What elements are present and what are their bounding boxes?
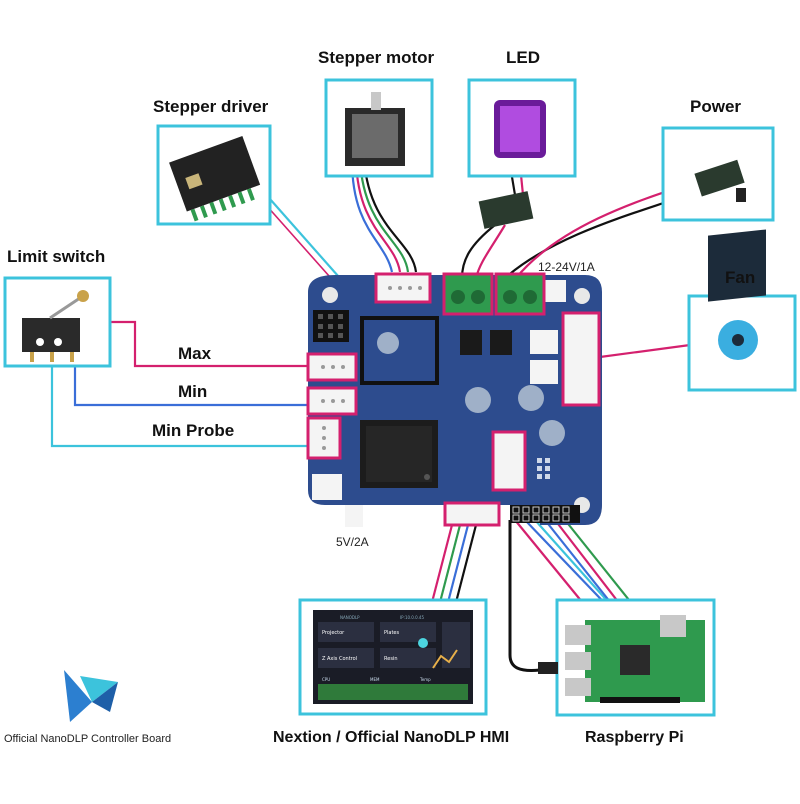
max-label: Max: [178, 344, 212, 363]
fan-icon: [708, 229, 766, 360]
stepper-driver-icon: [169, 135, 261, 222]
led-icon: [494, 100, 546, 158]
hmi-ip: IP:10.0.0.45: [400, 615, 424, 620]
min-label: Min: [178, 382, 208, 401]
hmi-tile-projector: Projector: [322, 630, 345, 636]
hmi-status-mem: MEM: [370, 677, 380, 682]
stepper-motor-label: Stepper motor: [318, 48, 435, 67]
limit-switch-label: Limit switch: [7, 247, 106, 266]
hmi-display: NANODLP IP:10.0.0.45 Projector Plates Z …: [313, 610, 473, 704]
stepper-motor-icon: [345, 92, 405, 166]
hmi-label: Nextion / Official NanoDLP HMI: [273, 729, 510, 746]
hmi-tile-plates: Plates: [384, 630, 400, 636]
controller-board: [306, 272, 602, 527]
hmi-brand: NANODLP: [340, 615, 360, 620]
board-name-label: SUMAOPAI: [366, 510, 440, 525]
stepper-driver-label: Stepper driver: [153, 97, 269, 116]
power-adapter-icon: [694, 159, 746, 202]
min-probe-label: Min Probe: [152, 421, 235, 440]
hmi-tile-resin: Resin: [384, 656, 398, 662]
hmi-tile-z-axis: Z Axis Control: [322, 656, 357, 662]
nanodlp-logo: [64, 670, 118, 722]
voltage-main-label: 12-24V/1A: [538, 260, 595, 274]
fan-label: Fan: [725, 268, 756, 287]
led-label: LED: [506, 48, 540, 67]
hmi-status-cpu: CPU: [322, 677, 330, 682]
limit-switch-icon: [22, 290, 89, 362]
hmi-status-temp: Temp: [419, 677, 431, 682]
raspberry-pi-label: Raspberry Pi: [585, 729, 684, 746]
brand-caption: Official NanoDLP Controller Board: [4, 733, 172, 745]
raspberry-pi-board-icon: [538, 615, 705, 703]
led-driver-icon: [478, 191, 534, 229]
voltage-logic-label: 5V/2A: [336, 535, 369, 549]
power-label: Power: [690, 97, 742, 116]
